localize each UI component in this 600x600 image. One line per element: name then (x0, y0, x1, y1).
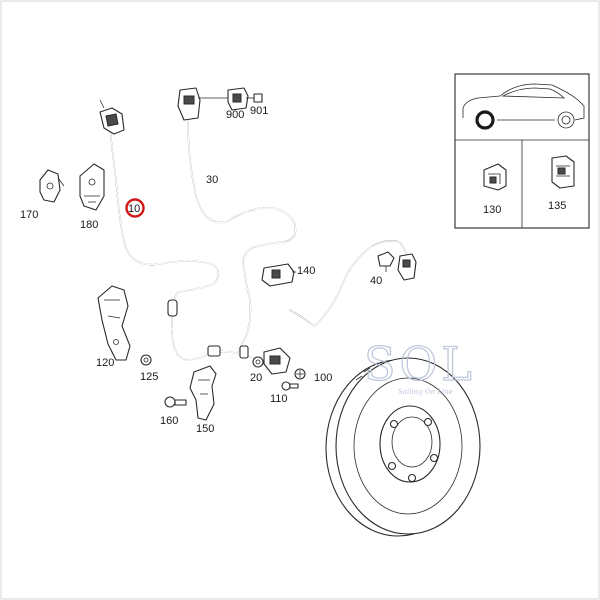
watermark-brand: SOL (364, 337, 476, 391)
label-10: 10 (128, 203, 140, 215)
label-170: 170 (20, 209, 38, 221)
nut-125 (140, 354, 152, 366)
label-40: 40 (370, 275, 382, 287)
bracket-180 (79, 163, 105, 211)
label-180: 180 (80, 219, 98, 231)
label-120: 120 (96, 357, 114, 369)
label-150: 150 (196, 423, 214, 435)
bracket-140 (261, 263, 296, 287)
bracket-120 (97, 285, 131, 361)
watermark: SOL Sailing On Line (363, 336, 476, 396)
vehicle-icon (462, 83, 585, 130)
part-100 (294, 368, 306, 380)
label-30: 30 (206, 174, 218, 186)
grommet-10 (167, 299, 178, 317)
part-20 (252, 356, 264, 368)
clip-130-icon (483, 163, 507, 191)
label-20: 20 (250, 372, 262, 384)
label-135: 135 (548, 200, 566, 212)
label-125: 125 (140, 371, 158, 383)
label-160: 160 (160, 415, 178, 427)
label-130: 130 (483, 204, 501, 216)
cable-10 (99, 99, 220, 329)
bracket-150 (189, 365, 217, 421)
highlight-circle-10 (125, 198, 145, 218)
label-140: 140 (297, 265, 315, 277)
clip-135-icon (551, 155, 575, 189)
brake-disc (325, 357, 481, 537)
harness-lower (171, 240, 409, 375)
part-40 (377, 251, 417, 281)
inset-panel: 130 135 (454, 73, 590, 229)
front-wheel-highlight (475, 110, 495, 130)
label-100: 100 (314, 372, 332, 384)
connector-900 (227, 87, 263, 111)
label-901: 901 (250, 105, 268, 117)
label-900: 900 (226, 109, 244, 121)
bracket-170 (39, 169, 65, 203)
cable-30 (177, 87, 297, 353)
watermark-tagline: Sailing On Line (398, 388, 453, 396)
bolt-110 (281, 381, 299, 391)
bolt-160 (164, 396, 187, 408)
label-110: 110 (270, 393, 288, 405)
